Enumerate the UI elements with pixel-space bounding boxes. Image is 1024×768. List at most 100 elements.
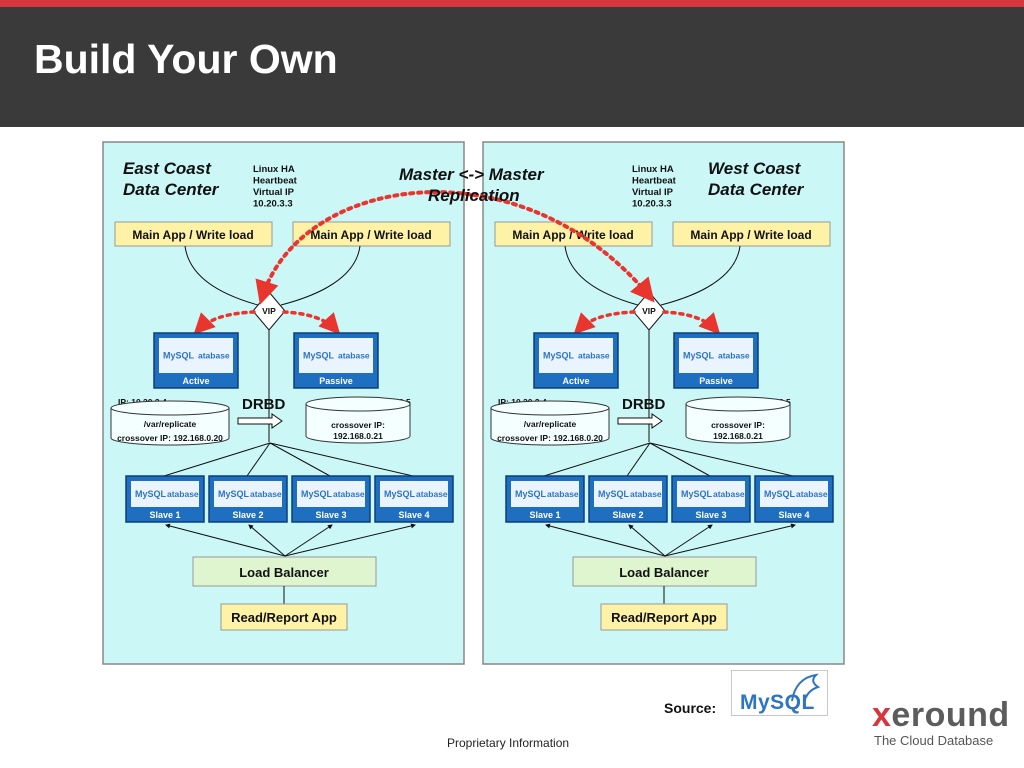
vip-to-passive-arrow	[282, 310, 341, 335]
storage-left-cylinder	[490, 400, 610, 446]
slave-db-1-suffix: atabase	[547, 489, 579, 499]
slave-db-4-label: Slave 4	[398, 510, 429, 520]
lb-to-slave-arrow-2	[628, 524, 666, 557]
slide-header	[0, 7, 1024, 127]
slave-db-1-suffix: atabase	[167, 489, 199, 499]
storage-right-line1: crossover IP:	[331, 420, 385, 430]
main-app-label-2: Main App / Write load	[690, 228, 811, 242]
slave-db-1-label: Slave 1	[529, 510, 560, 520]
main-app-box-1	[114, 221, 273, 247]
passive-db-label: Passive	[699, 376, 733, 386]
active-db-brand: MySQL	[163, 351, 195, 361]
slave-db-1-label: Slave 1	[149, 510, 180, 520]
replication-line-slave-4	[649, 442, 794, 477]
ha-info-line-4: 10.20.3.3	[632, 199, 672, 210]
passive-db-screen	[299, 338, 373, 373]
storage-left-line2: crossover IP: 192.168.0.20	[497, 433, 603, 443]
replication-arrow	[255, 190, 655, 305]
slave-db-3-brand: MySQL	[681, 489, 713, 499]
main-app-label-1: Main App / Write load	[512, 228, 633, 242]
active-db-suffix: atabase	[578, 351, 610, 361]
read-report-app-box	[220, 603, 348, 631]
storage-right-line2: 192.168.0.21	[333, 431, 383, 441]
active-db-label: Active	[562, 376, 589, 386]
vip-to-passive-arrow	[662, 310, 721, 335]
replication-line-slave-3	[269, 442, 331, 477]
replication-line-slave-2	[626, 442, 651, 477]
slave-db-3-suffix: atabase	[713, 489, 745, 499]
vip-to-active-arrow	[193, 310, 256, 335]
lb-to-slave-arrow-3	[284, 524, 333, 557]
slave-db-3-screen	[677, 481, 745, 507]
vip-label: VIP	[262, 306, 276, 316]
lb-to-slave-arrow-1	[165, 523, 286, 557]
load-balancer-label: Load Balancer	[619, 565, 709, 580]
passive-db-screen	[679, 338, 753, 373]
slave-db-2-screen	[594, 481, 662, 507]
replication-line-slave-4	[269, 442, 414, 477]
slave-db-3-label: Slave 3	[315, 510, 346, 520]
load-balancer-label: Load Balancer	[239, 565, 329, 580]
storage-left-cylinder	[110, 400, 230, 446]
slave-db-1-screen	[131, 481, 199, 507]
slave-db-3-brand: MySQL	[301, 489, 333, 499]
slide-title: Build Your Own	[34, 36, 338, 82]
main-app-box-2	[672, 221, 831, 247]
active-db-brand: MySQL	[543, 351, 575, 361]
mysql-logo-text: MySQL	[740, 691, 815, 714]
drbd-label: DRBD	[242, 396, 285, 413]
slave-db-4-screen	[760, 481, 828, 507]
replication-label-line1: Master <-> Master	[399, 165, 545, 184]
main-app-label-2: Main App / Write load	[310, 228, 431, 242]
vip-label: VIP	[642, 306, 656, 316]
replication-label-line2: Replication	[428, 186, 520, 205]
ha-info-line-3: Virtual IP	[632, 187, 674, 198]
slave-db-4-suffix: atabase	[416, 489, 448, 499]
slave-db-4-brand: MySQL	[764, 489, 796, 499]
xeround-logo-rest: eround	[891, 696, 1010, 734]
replication-line-slave-2	[246, 442, 271, 477]
ha-info-line-2: Heartbeat	[632, 176, 677, 187]
data-center-title-line1: East Coast	[123, 159, 212, 178]
active-db-label: Active	[182, 376, 209, 386]
app-to-vip-curve-right	[660, 245, 741, 306]
storage-left-line1: /var/replicate	[144, 419, 197, 429]
slave-db-2-label: Slave 2	[612, 510, 643, 520]
vip-to-active-arrow	[573, 310, 636, 335]
load-balancer-box	[572, 556, 757, 587]
lb-to-slave-arrow-1	[545, 523, 666, 557]
ha-info-line-3: Virtual IP	[253, 187, 295, 198]
slave-db-2-suffix: atabase	[250, 489, 282, 499]
source-label: Source:	[664, 700, 717, 716]
xeround-tagline: The Cloud Database	[874, 733, 994, 748]
load-balancer-box	[192, 556, 377, 587]
passive-db-label: Passive	[319, 376, 353, 386]
main-app-box-1	[494, 221, 653, 247]
ha-info-line-1: Linux HA	[632, 164, 674, 175]
drbd-arrow	[237, 413, 283, 429]
storage-right-line2: 192.168.0.21	[713, 431, 763, 441]
storage-right-cylinder	[685, 396, 791, 444]
ha-info-line-4: 10.20.3.3	[253, 199, 293, 210]
slave-db-4-brand: MySQL	[384, 489, 416, 499]
passive-db-brand: MySQL	[683, 351, 715, 361]
active-db-suffix: atabase	[198, 351, 230, 361]
storage-right-line1: crossover IP:	[711, 420, 765, 430]
main-app-label-1: Main App / Write load	[132, 228, 253, 242]
slave-db-2-brand: MySQL	[218, 489, 250, 499]
lb-to-slave-arrow-3	[664, 524, 713, 557]
replication-line-slave-1	[543, 442, 651, 477]
slave-db-2-label: Slave 2	[232, 510, 263, 520]
data-center-title-line2: Data Center	[123, 180, 220, 199]
data-center-title-line1: West Coast	[708, 159, 802, 178]
slave-db-4-suffix: atabase	[796, 489, 828, 499]
ha-info-line-1: Linux HA	[253, 164, 295, 175]
read-report-app-label: Read/Report App	[611, 610, 717, 625]
ha-info-line-2: Heartbeat	[253, 176, 298, 187]
replication-line-slave-3	[649, 442, 711, 477]
storage-left-line1: /var/replicate	[524, 419, 577, 429]
